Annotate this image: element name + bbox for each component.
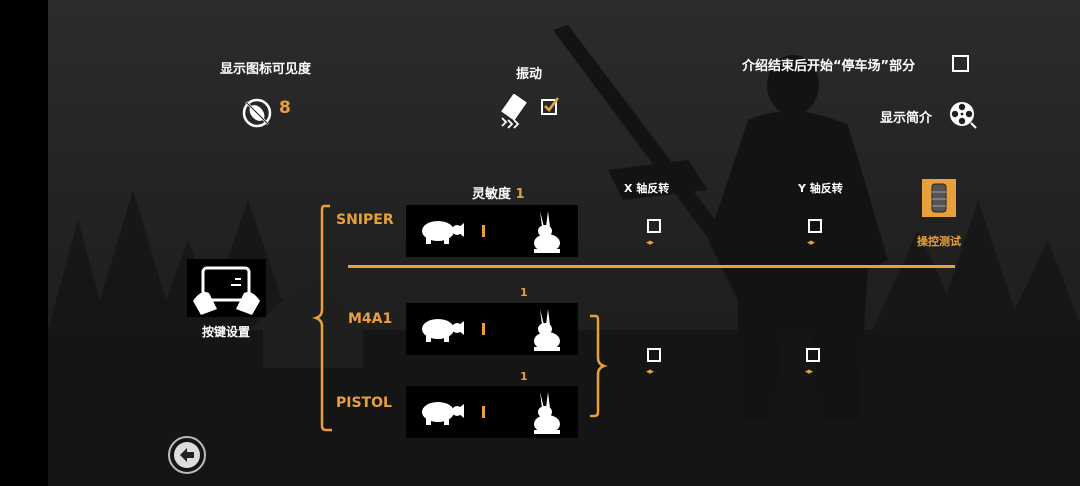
y-invert-arrows-rifle-pistol: ◂▸ bbox=[805, 367, 813, 377]
control-test-button[interactable] bbox=[922, 179, 956, 217]
key-settings-button[interactable] bbox=[187, 259, 266, 317]
sensitivity-value-pistol: 1 bbox=[520, 370, 528, 383]
sensitivity-slider-sniper[interactable] bbox=[406, 205, 578, 257]
x-invert-checkbox-sniper[interactable] bbox=[647, 219, 661, 233]
x-invert-arrows-rifle-pistol: ◂▸ bbox=[646, 367, 654, 377]
icon-visibility-value: 8 bbox=[279, 98, 291, 118]
left-bracket bbox=[312, 204, 332, 432]
sensitivity-value: 1 bbox=[515, 187, 525, 202]
parking-lot-checkbox[interactable] bbox=[952, 55, 969, 72]
icon-visibility-label: 显示图标可见度 bbox=[220, 62, 312, 77]
right-bracket bbox=[590, 314, 608, 418]
control-test-label: 操控测试 bbox=[917, 235, 961, 248]
y-invert-checkbox-sniper[interactable] bbox=[808, 219, 822, 233]
eye-slash-icon[interactable] bbox=[240, 96, 274, 130]
slider-mark bbox=[482, 406, 485, 418]
turtle-icon bbox=[422, 221, 464, 244]
back-button[interactable] bbox=[166, 434, 208, 476]
vibration-label: 振动 bbox=[516, 67, 543, 82]
section-divider bbox=[348, 265, 955, 268]
back-arrow-icon bbox=[168, 436, 206, 474]
sensitivity-header: 灵敏度 1 bbox=[472, 183, 525, 202]
rabbit-icon bbox=[534, 392, 560, 434]
show-intro-label: 显示简介 bbox=[880, 111, 933, 126]
x-invert-arrows-sniper: ◂▸ bbox=[646, 238, 654, 248]
weapon-name-m4a1: M4A1 bbox=[348, 311, 393, 327]
rabbit-icon bbox=[534, 309, 560, 351]
sensitivity-slider-pistol[interactable] bbox=[406, 386, 578, 438]
sensitivity-label: 灵敏度 bbox=[472, 187, 512, 202]
x-invert-checkbox-rifle-pistol[interactable] bbox=[647, 348, 661, 362]
rabbit-icon bbox=[534, 211, 560, 253]
weapon-name-sniper: SNIPER bbox=[336, 212, 394, 228]
turtle-icon bbox=[422, 402, 464, 425]
key-settings-label: 按键设置 bbox=[202, 325, 251, 339]
sensitivity-value-m4a1: 1 bbox=[520, 286, 528, 299]
film-reel-icon[interactable] bbox=[949, 101, 977, 129]
slider-mark bbox=[482, 323, 485, 335]
phone-vibrate-icon bbox=[498, 93, 532, 130]
vibration-checkbox[interactable] bbox=[540, 96, 560, 116]
parking-lot-label: 介绍结束后开始“停车场”部分 bbox=[742, 59, 916, 74]
x-invert-header: X 轴反转 bbox=[624, 182, 670, 195]
y-invert-arrows-sniper: ◂▸ bbox=[807, 238, 815, 248]
slider-mark bbox=[482, 225, 485, 237]
left-edge-bar bbox=[0, 0, 48, 486]
y-invert-header: Y 轴反转 bbox=[798, 182, 843, 195]
battery-icon bbox=[931, 183, 947, 213]
weapon-name-pistol: PISTOL bbox=[336, 395, 392, 411]
y-invert-checkbox-rifle-pistol[interactable] bbox=[806, 348, 820, 362]
turtle-icon bbox=[422, 319, 464, 342]
tablet-hands-icon bbox=[193, 266, 260, 315]
sensitivity-slider-m4a1[interactable] bbox=[406, 303, 578, 355]
